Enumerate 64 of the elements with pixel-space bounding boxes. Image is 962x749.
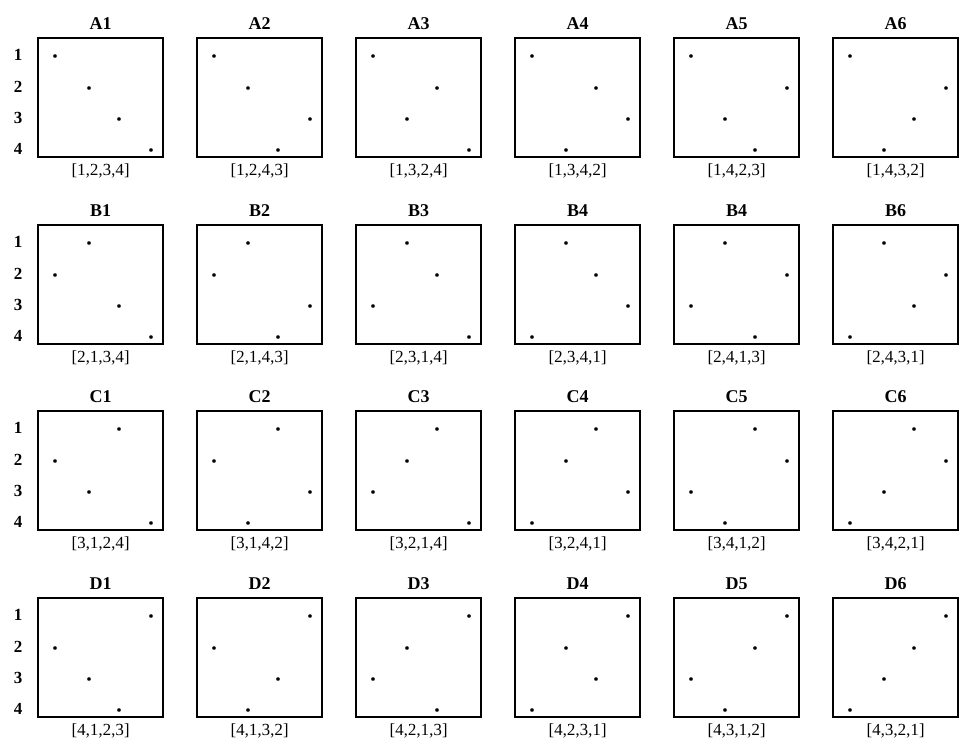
panel-title: D3 bbox=[406, 572, 430, 594]
permutation-caption: [1,2,3,4] bbox=[70, 160, 131, 180]
row-number: 1 bbox=[12, 232, 24, 252]
permutation-caption: [2,3,1,4] bbox=[388, 346, 449, 366]
permutation-caption: [3,1,4,2] bbox=[229, 533, 290, 553]
row-number: 4 bbox=[12, 326, 24, 346]
row-number: 2 bbox=[12, 450, 24, 470]
permutation-caption: [3,4,1,2] bbox=[706, 533, 767, 553]
panel-title: A3 bbox=[406, 13, 430, 34]
panel-title: D1 bbox=[88, 572, 112, 594]
permutation-caption: [3,2,4,1] bbox=[547, 533, 608, 553]
row-number: 2 bbox=[12, 264, 24, 284]
row-number: 3 bbox=[12, 294, 24, 314]
row-number: 1 bbox=[12, 418, 24, 438]
panel-title: D6 bbox=[884, 572, 908, 594]
row-number: 1 bbox=[12, 604, 24, 624]
row-number: 3 bbox=[12, 108, 24, 128]
panel-title: B1 bbox=[88, 200, 112, 220]
permutation-caption: [2,1,3,4] bbox=[70, 346, 131, 366]
panel-title: B2 bbox=[248, 200, 271, 220]
panel-title: D2 bbox=[248, 572, 272, 594]
row-number: 4 bbox=[12, 512, 24, 532]
panel-title: B3 bbox=[406, 200, 430, 220]
permutation-caption: [1,3,2,4] bbox=[388, 160, 449, 180]
permutation-caption: [1,2,4,3] bbox=[229, 160, 290, 180]
panel-title: C2 bbox=[248, 386, 272, 407]
panel-title: C3 bbox=[406, 386, 430, 407]
permutation-caption: [2,4,1,3] bbox=[706, 346, 767, 366]
panel-title: C6 bbox=[884, 386, 908, 407]
row-number: 4 bbox=[12, 139, 24, 159]
panel-title: B4 bbox=[566, 200, 589, 220]
panel-title: D4 bbox=[566, 572, 590, 594]
row-number: 3 bbox=[12, 668, 24, 688]
permutation-caption: [3,2,1,4] bbox=[388, 533, 449, 553]
panel-title: A4 bbox=[566, 13, 590, 34]
panel-title: A2 bbox=[248, 13, 272, 34]
permutation-caption: [3,1,2,4] bbox=[70, 533, 131, 553]
permutation-caption: [4,1,2,3] bbox=[70, 720, 131, 740]
panel-title: A1 bbox=[88, 13, 112, 34]
permutation-caption: [4,3,2,1] bbox=[865, 720, 926, 740]
row-number: 2 bbox=[12, 77, 24, 97]
permutation-caption: [1,4,2,3] bbox=[706, 160, 767, 180]
permutation-caption: [4,2,3,1] bbox=[547, 720, 608, 740]
permutation-caption: [4,2,1,3] bbox=[388, 720, 449, 740]
panel-title: A6 bbox=[884, 13, 908, 34]
permutation-caption: [1,4,3,2] bbox=[865, 160, 926, 180]
panel-title: B4 bbox=[724, 200, 748, 220]
panel-title: C4 bbox=[566, 386, 590, 407]
panel-title: A5 bbox=[724, 13, 748, 34]
row-number: 4 bbox=[12, 698, 24, 718]
permutation-caption: [2,4,3,1] bbox=[865, 346, 926, 366]
permutation-caption: [3,4,2,1] bbox=[865, 533, 926, 553]
row-number: 3 bbox=[12, 481, 24, 501]
row-number: 1 bbox=[12, 45, 24, 65]
panel-title: D5 bbox=[724, 572, 748, 594]
permutation-caption: [2,1,4,3] bbox=[229, 346, 290, 366]
panel-title: C1 bbox=[88, 386, 112, 407]
permutation-caption: [2,3,4,1] bbox=[547, 346, 608, 366]
row-number: 2 bbox=[12, 636, 24, 656]
permutation-caption: [4,1,3,2] bbox=[229, 720, 290, 740]
permutation-caption: [1,3,4,2] bbox=[547, 160, 608, 180]
panel-title: B6 bbox=[884, 200, 907, 220]
panel-title: C5 bbox=[724, 386, 748, 407]
permutation-caption: [4,3,1,2] bbox=[706, 720, 767, 740]
